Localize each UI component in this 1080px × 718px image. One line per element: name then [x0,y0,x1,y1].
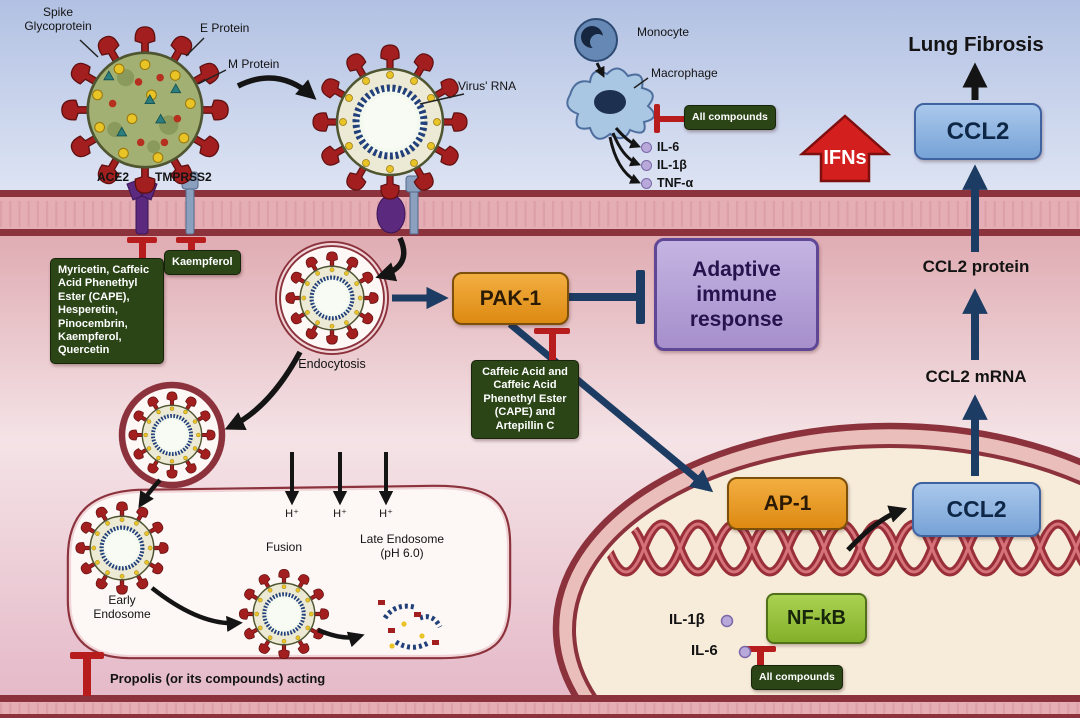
monocyte-cell [574,18,618,62]
macrophage-label: Macrophage [651,66,718,80]
arrow-early-to-fusion [150,586,243,632]
arrow-cytokine-3 [608,136,641,184]
ap1-node: AP-1 [727,477,848,530]
arrow-cytokine-1 [614,127,642,149]
tbar-macrophage [654,104,685,133]
cytokine-tnfa-label: TNF-α [657,176,694,190]
legend-text: Propolis (or its compounds) acting [110,671,326,686]
nucleus-il1b-label: IL-1β [669,611,705,628]
tbar-tmprss2 [176,237,206,253]
tbar-ace2 [127,237,157,260]
arrow-dna-to-ccl2 [846,505,908,552]
arrow-pak1-to-nucleus [507,321,714,493]
cytokine-dot-icon [641,141,652,153]
cytokine-il6-label: IL-6 [657,140,680,154]
hplus-label-3: H⁺ [379,508,393,520]
ifns-label: IFNs [823,147,867,169]
cytokine-tnfa: TNF-α [641,176,693,190]
arrow-entry-to-vesicle [375,236,407,282]
bottom-membrane [0,695,1080,718]
navy-arrows [392,164,988,493]
spike-glycoprotein-label: Spike Glycoprotein [24,5,92,33]
cytokine-il6: IL-6 [641,140,679,154]
arrow-cytokine-2 [611,132,642,167]
ace2-label: ACE2 [97,170,130,184]
arrow-vesicle-to-bulge [224,350,303,430]
cytokine-il1b: IL-1β [641,158,687,172]
arrow-virus-to-virus [236,75,317,100]
e-protein-label: E Protein [200,21,250,35]
pak1-node: PAK-1 [452,272,569,325]
nucleus-cytokine-dots [720,614,752,659]
ace2-inhibitors-box: Myricetin, Caffeic Acid Phenethyl Ester … [50,258,164,364]
inhibition-tbars [70,104,776,696]
tbar-legend [70,652,104,696]
tmprss2-label: TMPRSS2 [155,170,212,184]
virus-rna-label: Virus' RNA [458,79,517,93]
virion-disassembling [378,600,443,650]
adaptive-immune-response-node: Adaptive immune response [654,238,819,351]
tbar-pak1 [534,328,570,361]
nucleus-il1b: IL-1β [669,611,705,628]
ifns-arrow [798,114,892,183]
macrophage-inhibitor-box: All compounds [684,105,776,130]
lung-fibrosis-label: Lung Fibrosis [908,33,1044,56]
pak1-blocks-adaptive-tbar [565,270,645,324]
nucleus-il6: IL-6 [691,642,718,659]
ccl2-gene-node: CCL2 [912,482,1041,537]
arrow-monocyte-to-macrophage [594,62,605,78]
m-protein-label: M Protein [228,57,280,71]
monocyte-label: Monocyte [637,25,690,39]
cytokine-dot-icon [641,177,652,189]
cytokine-dot-icon [641,159,652,171]
ccl2-top-node: CCL2 [914,103,1042,160]
nfkb-inhibitor-box: All compounds [751,665,843,690]
black-arrows [138,62,988,648]
hplus-label-2: H⁺ [333,508,347,520]
arrow-bulge-to-early [138,478,162,509]
nucleus-il6-label: IL-6 [691,642,718,659]
entry-receptor [376,175,422,235]
fusion-label: Fusion [265,540,303,554]
tbar-nfkb [745,646,776,667]
cytokine-il1b-label: IL-1β [657,158,687,172]
pointer-lines [79,37,649,105]
hplus-label-1: H⁺ [285,508,299,520]
pak1-inhibitors-box: Caffeic Acid and Caffeic Acid Phenethyl … [471,360,579,440]
early-endosome-label: Early Endosome [93,593,151,621]
ccl2-protein-label: CCL2 protein [922,257,1030,276]
macrophage-cell [566,67,655,140]
late-endosome-label: Late Endosome (pH 6.0) [359,532,445,560]
plasma-membrane [0,190,1080,236]
tmprss2-inhibitor-box: Kaempferol [164,250,241,276]
ccl2-mrna-label: CCL2 mRNA [925,367,1027,386]
arrow-fusion-to-late [317,627,365,648]
nfkb-node: NF-kB [766,593,867,644]
endocytosis-label: Endocytosis [298,357,366,371]
